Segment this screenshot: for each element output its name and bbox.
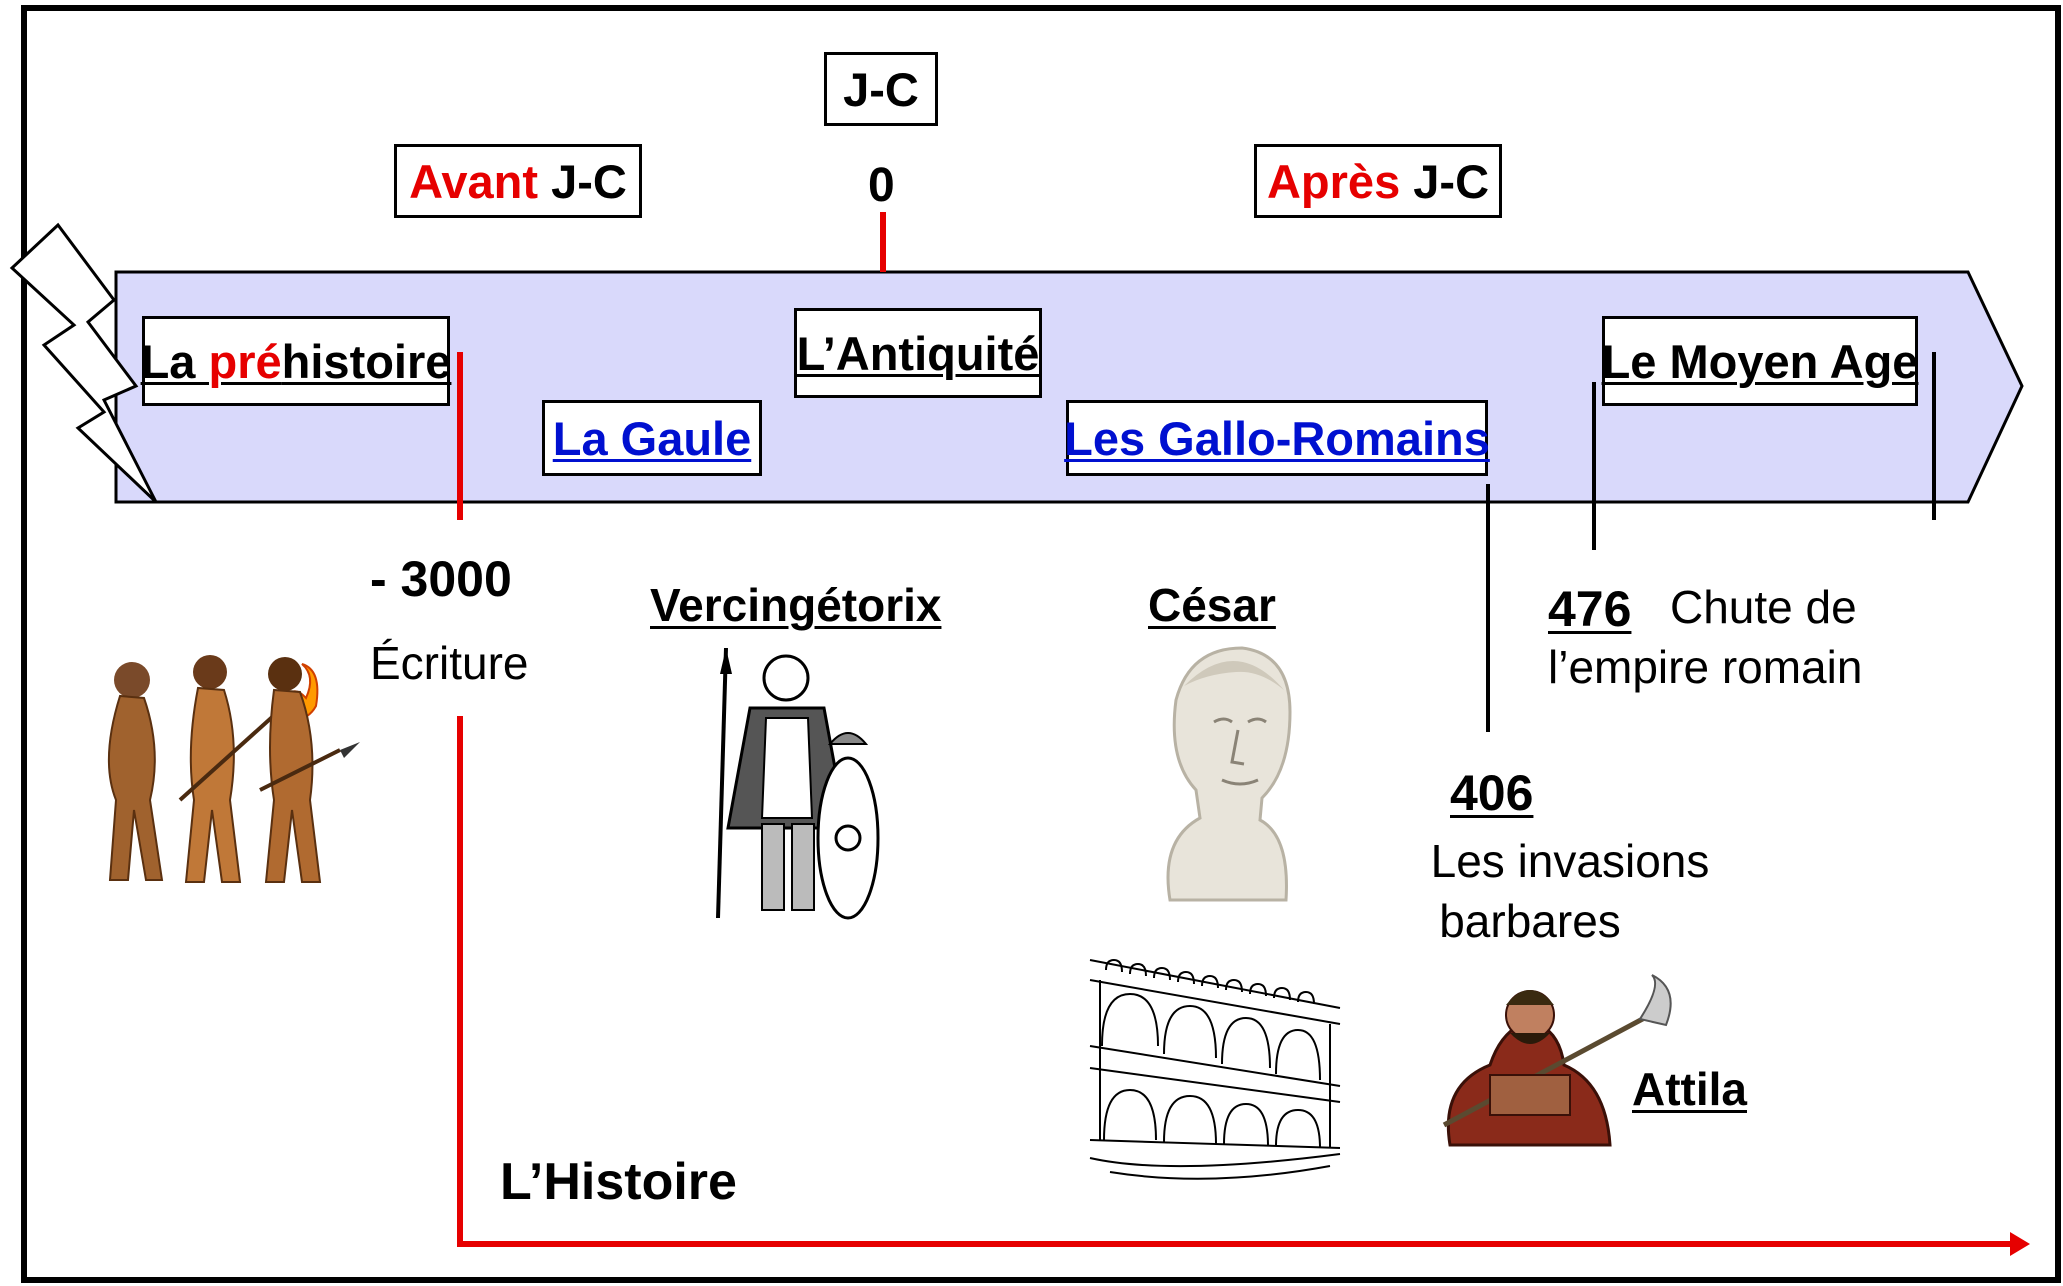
invasions-line1: Les invasions xyxy=(1430,835,1710,887)
ecriture-date: - 3000 xyxy=(370,551,512,607)
vercingetorix-label: Vercingétorix xyxy=(650,579,942,631)
outer-frame xyxy=(21,5,2061,1283)
histoire-arrow-line xyxy=(457,716,2010,1247)
lightning-bolt-icon xyxy=(9,222,158,504)
gaule-label: La Gaule xyxy=(552,411,752,465)
vercingetorix-illustration xyxy=(716,647,880,920)
year-zero-label: 0 xyxy=(868,159,895,212)
ecriture-label: Écriture xyxy=(370,637,529,689)
gallo-romains-label: Les Gallo-Romains xyxy=(1064,411,1490,465)
period-antiquite: L’Antiquité xyxy=(794,308,1042,398)
attila-label: Attila xyxy=(1632,1063,1747,1115)
jc-word: J-C xyxy=(843,62,919,116)
avant-word: Avant xyxy=(409,154,539,208)
histoire-arrow-head xyxy=(2010,1232,2030,1256)
avant-jc-label: Avant J-C xyxy=(394,144,642,218)
apres-jc-label: Après J-C xyxy=(1254,144,1502,218)
cesar-label: César xyxy=(1148,579,1276,631)
avant-jc-word: J-C xyxy=(538,154,627,208)
moyen-age-label: Le Moyen Age xyxy=(1601,334,1919,388)
apres-word: Après xyxy=(1266,154,1401,208)
prehistoric-humans-illustration xyxy=(107,655,360,883)
apres-jc-word: J-C xyxy=(1400,154,1490,208)
prehistoire-part1: La xyxy=(140,334,209,388)
aqueduct-illustration xyxy=(1089,958,1341,1180)
period-gaule: La Gaule xyxy=(542,400,762,476)
chute-line1: Chute de xyxy=(1670,581,1857,633)
cesar-bust-illustration xyxy=(1166,646,1292,902)
period-gallo-romains: Les Gallo-Romains xyxy=(1064,400,1490,476)
period-moyen-age: Le Moyen Age xyxy=(1602,316,1918,406)
chute-date: 476 xyxy=(1548,581,1632,637)
prehistoire-part2: pré xyxy=(208,334,282,388)
antiquite-label: L’Antiquité xyxy=(796,326,1040,380)
prehistoire-part3: histoire xyxy=(281,334,452,388)
chute-line2: l’empire romain xyxy=(1548,641,1863,693)
invasions-date: 406 xyxy=(1450,765,1534,821)
invasions-line2: barbares xyxy=(1439,895,1621,947)
histoire-label: L’Histoire xyxy=(500,1153,737,1211)
jc-label: J-C xyxy=(824,52,938,126)
attila-illustration xyxy=(1442,974,1672,1147)
